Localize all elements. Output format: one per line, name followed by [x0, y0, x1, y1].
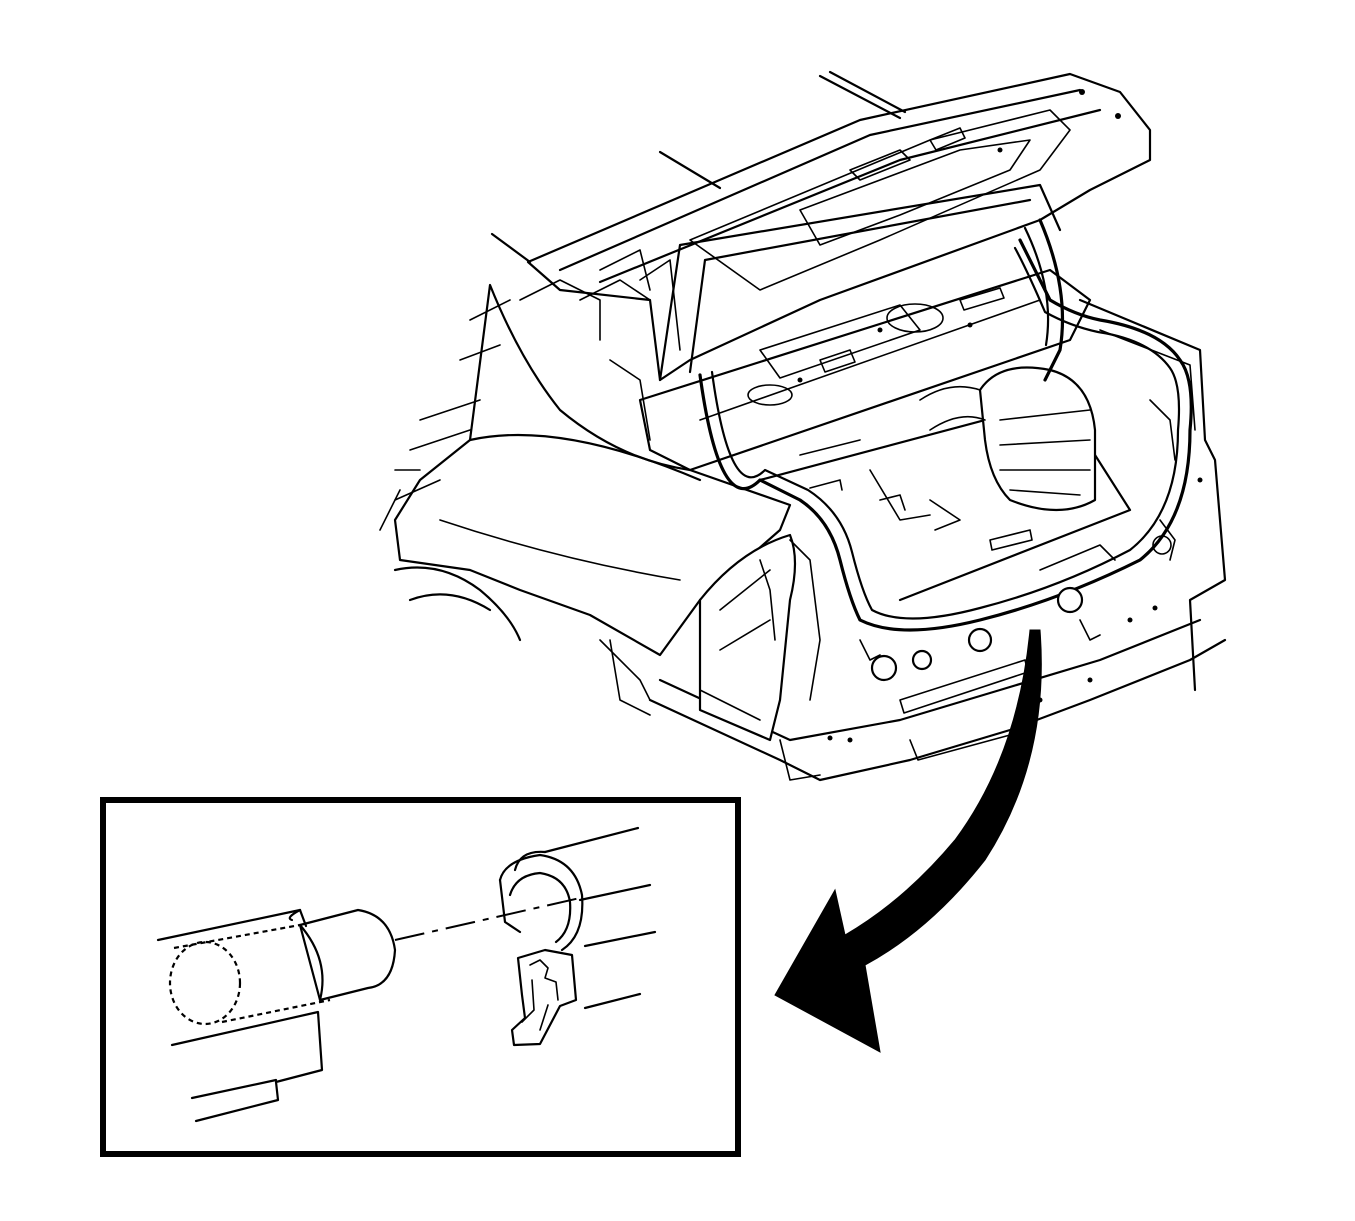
rear-roof-edge: [492, 72, 905, 262]
vehicle-rear-illustration: [380, 72, 1225, 780]
retainer-clip: [500, 855, 582, 1045]
flange-rail: [515, 828, 655, 1008]
right-wheelhouse: [920, 368, 1095, 511]
rear-package-shelf: [640, 270, 1090, 470]
trunk-weatherstrip: [700, 240, 1191, 630]
trunk-hinge-arm: [1025, 220, 1063, 380]
detail-inset-frame: [103, 800, 738, 1154]
alignment-centerline: [395, 898, 580, 940]
left-quarter-panel: [380, 285, 790, 655]
left-tail-lamp-pocket: [600, 535, 820, 740]
weatherstrip-end: [158, 910, 330, 1121]
callout-arrow: [775, 630, 1041, 1052]
curved-arrow-icon: [775, 630, 1041, 1052]
detail-inset: [103, 800, 738, 1154]
trunk-lid: [528, 74, 1150, 380]
locating-pin: [300, 910, 395, 1000]
right-side-structure: [1080, 300, 1225, 690]
left-side-structure: [395, 250, 680, 500]
